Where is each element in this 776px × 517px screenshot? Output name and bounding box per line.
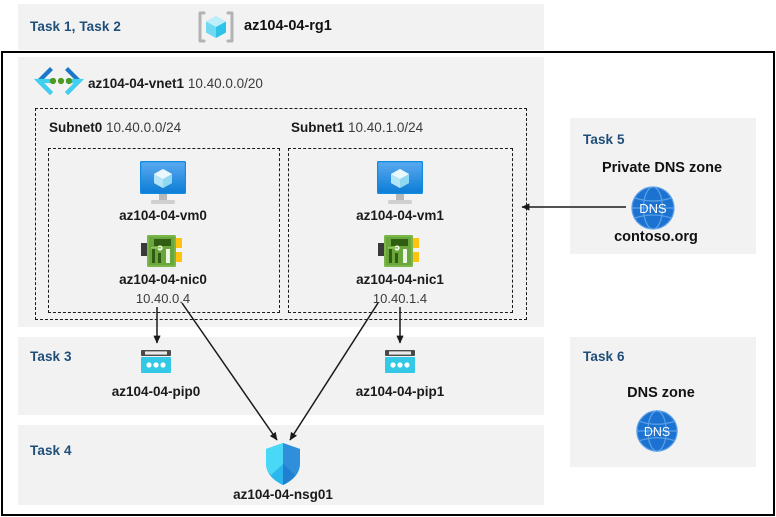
nic0-ip: 10.40.0.4 (135, 291, 191, 306)
subnet1-name: Subnet1 (291, 120, 345, 135)
task-label-3: Task 3 (30, 349, 72, 364)
network-interface-icon (139, 231, 185, 271)
private-dns-zone-heading: Private DNS zone (601, 160, 723, 176)
subnets-container (35, 108, 527, 320)
subnet0-name: Subnet0 (49, 120, 103, 135)
subnet0-title: Subnet0 10.40.0.0/24 (49, 120, 181, 135)
virtual-machine-icon (134, 159, 192, 207)
subnet0-resource-box (48, 148, 280, 313)
svg-text:DNS: DNS (644, 425, 670, 439)
connector-nic1-to-nsg01 (289, 302, 379, 441)
public-ip-icon (381, 348, 419, 380)
virtual-network-icon (34, 66, 84, 96)
subnet1-cidr: 10.40.1.0/24 (348, 120, 424, 135)
vnet-title: az104-04-vnet1 10.40.0.0/20 (88, 76, 263, 91)
vnet-name: az104-04-vnet1 (88, 76, 185, 91)
network-security-group-icon (262, 441, 304, 487)
svg-text:DNS: DNS (639, 201, 667, 216)
lab-boundary (1, 51, 775, 516)
vnet-panel (18, 57, 544, 327)
vm0-name: az104-04-vm0 (119, 208, 207, 223)
private-dns-zone-panel (570, 118, 756, 254)
task-label-1-2: Task 1, Task 2 (30, 19, 121, 34)
connector-nic0-to-nsg01 (181, 302, 278, 441)
public-ip-panel (18, 337, 544, 415)
network-interface-icon (376, 231, 422, 271)
task-label-6: Task 6 (583, 349, 625, 364)
vnet-cidr: 10.40.0.0/20 (187, 76, 263, 91)
nic1-ip: 10.40.1.4 (372, 291, 428, 306)
task-label-5: Task 5 (583, 132, 625, 147)
resource-group-name: az104-04-rg1 (244, 18, 332, 34)
nic0-name: az104-04-nic0 (119, 272, 207, 287)
subnet1-title: Subnet1 10.40.1.0/24 (291, 120, 423, 135)
resource-group-icon (196, 7, 236, 47)
pip1-name: az104-04-pip1 (355, 384, 445, 399)
vm1-name: az104-04-vm1 (356, 208, 444, 223)
public-ip-icon (137, 348, 175, 380)
private-dns-zone-name: contoso.org (614, 229, 698, 245)
pip0-name: az104-04-pip0 (111, 384, 201, 399)
resource-group-header-panel (18, 4, 544, 50)
nsg-name: az104-04-nsg01 (233, 487, 333, 502)
dns-zone-heading: DNS zone (627, 385, 695, 401)
task-label-4: Task 4 (30, 443, 72, 458)
dns-zone-icon: DNS (629, 184, 677, 232)
subnet0-cidr: 10.40.0.0/24 (106, 120, 182, 135)
virtual-machine-icon (371, 159, 429, 207)
nic1-name: az104-04-nic1 (356, 272, 444, 287)
dns-zone-icon: DNS (634, 408, 680, 454)
